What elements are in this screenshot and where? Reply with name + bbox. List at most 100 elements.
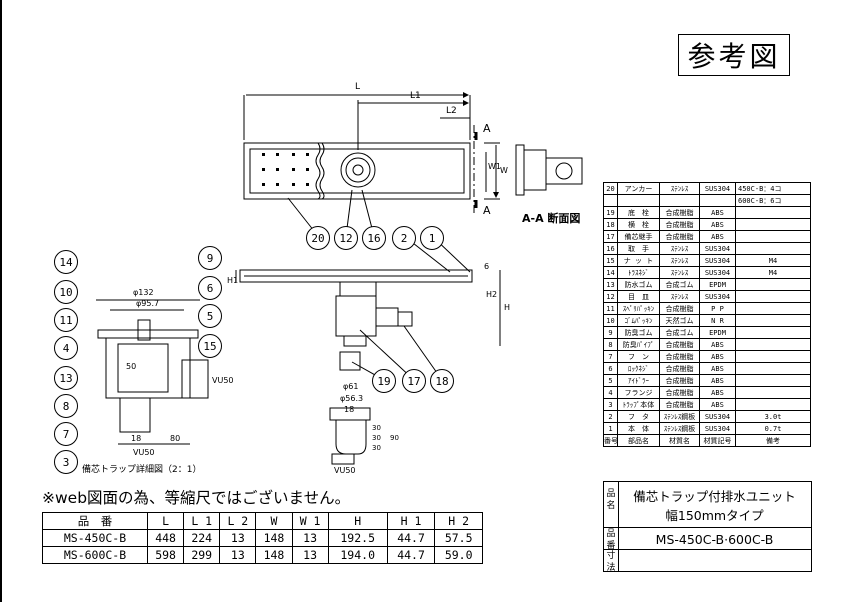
parts-cell: [735, 206, 811, 219]
dims-cell: 13: [219, 529, 257, 547]
parts-cell: [735, 218, 811, 231]
dim-H2: H2: [486, 290, 498, 299]
parts-cell: 底 栓: [617, 206, 660, 219]
parts-cell: 防水ゴム: [617, 278, 660, 291]
parts-cell: ABS: [699, 230, 736, 243]
parts-cell: M4: [735, 254, 811, 267]
parts-cell: [699, 194, 736, 207]
parts-cell: [659, 194, 700, 207]
dim-30a: 30: [372, 424, 381, 432]
dims-cell: 598: [147, 546, 185, 564]
parts-cell: 合成ゴム: [659, 278, 700, 291]
parts-cell: 合成樹脂: [659, 302, 700, 315]
parts-cell: 19: [603, 206, 618, 219]
title-number-row: 品番 MS-450C-B·600C-B: [604, 527, 811, 551]
parts-cell: P P: [699, 302, 736, 315]
parts-cell: ｽﾃﾝﾚｽ: [659, 242, 700, 255]
parts-cell: [735, 350, 811, 363]
dims-cell: 44.7: [386, 529, 436, 547]
balloon-mid-17: 17: [402, 369, 426, 393]
balloon-mid-19: 19: [372, 369, 396, 393]
balloon-left-4: 4: [54, 336, 78, 360]
dim-18b: 18: [344, 405, 355, 414]
dim-d563: φ56.3: [340, 394, 364, 403]
parts-cell: 防臭ﾊﾟｲﾌﾟ: [617, 338, 660, 351]
web-drawing-note: ※web図面の為、等縮尺ではございません。: [42, 489, 351, 507]
dim-6: 6: [484, 262, 490, 271]
parts-cell: 合成樹脂: [659, 350, 700, 363]
dims-cell: 13: [291, 546, 329, 564]
parts-cell: 3.0t: [735, 410, 811, 423]
dim-W1: W1: [488, 162, 501, 171]
parts-cell: 合成樹脂: [659, 206, 700, 219]
parts-cell: 18: [603, 218, 618, 231]
section-label: A-A 断面図: [522, 212, 581, 225]
reference-stamp: 参考図: [678, 34, 790, 76]
balloon-left-13: 13: [54, 366, 78, 390]
parts-cell: 材質名: [659, 434, 700, 447]
dim-W: W: [500, 166, 508, 175]
parts-cell: 14: [603, 266, 618, 279]
parts-cell: フ ン: [617, 350, 660, 363]
parts-cell: ABS: [699, 206, 736, 219]
parts-cell: SUS304: [699, 290, 736, 303]
dim-d957: φ95.7: [136, 299, 160, 308]
trap-detail-view: [96, 299, 209, 445]
dims-cell: 299: [183, 546, 221, 564]
parts-cell: ABS: [699, 218, 736, 231]
parts-cell: 0.7t: [735, 422, 811, 435]
parts-cell: 合成樹脂: [659, 398, 700, 411]
parts-cell: 合成樹脂: [659, 338, 700, 351]
dims-cell: 59.0: [434, 546, 483, 564]
title-block: 品名 備芯トラップ付排水ユニット 幅150mmタイプ 品番 MS-450C-B·…: [603, 481, 812, 573]
dims-cell: 57.5: [434, 529, 483, 547]
dim-30c: 30: [372, 444, 381, 452]
parts-cell: ｽﾃﾝﾚｽ: [659, 266, 700, 279]
title-name-label: 品名: [604, 482, 619, 534]
parts-cell: 20: [603, 182, 618, 195]
parts-cell: [735, 398, 811, 411]
parts-cell: 16: [603, 242, 618, 255]
parts-cell: 4: [603, 386, 618, 399]
title-name-row: 品名 備芯トラップ付排水ユニット 幅150mmタイプ: [604, 481, 811, 534]
parts-cell: 13: [603, 278, 618, 291]
parts-cell: ｽﾃﾝﾚｽ: [659, 290, 700, 303]
parts-cell: 2: [603, 410, 618, 423]
parts-cell: 3: [603, 398, 618, 411]
parts-cell: 12: [603, 290, 618, 303]
dims-header-cell: L: [147, 512, 185, 530]
parts-cell: 7: [603, 350, 618, 363]
parts-cell: SUS304: [699, 410, 736, 423]
title-name-value: 備芯トラップ付排水ユニット 幅150mmタイプ: [620, 482, 809, 528]
parts-row: 番号部品名材質名材質記号備考: [603, 434, 811, 447]
parts-cell: 材質記号: [699, 434, 736, 447]
dim-L1: L1: [410, 91, 421, 101]
dims-cell: 148: [255, 546, 293, 564]
parts-cell: 合成樹脂: [659, 218, 700, 231]
dims-header-cell: H: [327, 512, 388, 530]
parts-cell: [735, 374, 811, 387]
dim-vu50-bottom: VU50: [133, 448, 155, 457]
parts-cell: 備考: [735, 434, 811, 447]
fitting-view: [329, 407, 371, 465]
parts-cell: 5: [603, 374, 618, 387]
parts-cell: 天然ゴム: [659, 314, 700, 327]
parts-cell: ｽﾃﾝﾚｽ: [659, 254, 700, 267]
dims-header-cell: L 2: [219, 512, 257, 530]
balloon-left-10: 10: [54, 280, 78, 304]
parts-cell: [735, 278, 811, 291]
balloon-top-20: 20: [306, 226, 330, 250]
parts-cell: ABS: [699, 362, 736, 375]
parts-cell: 番号: [603, 434, 618, 447]
parts-cell: ABS: [699, 338, 736, 351]
